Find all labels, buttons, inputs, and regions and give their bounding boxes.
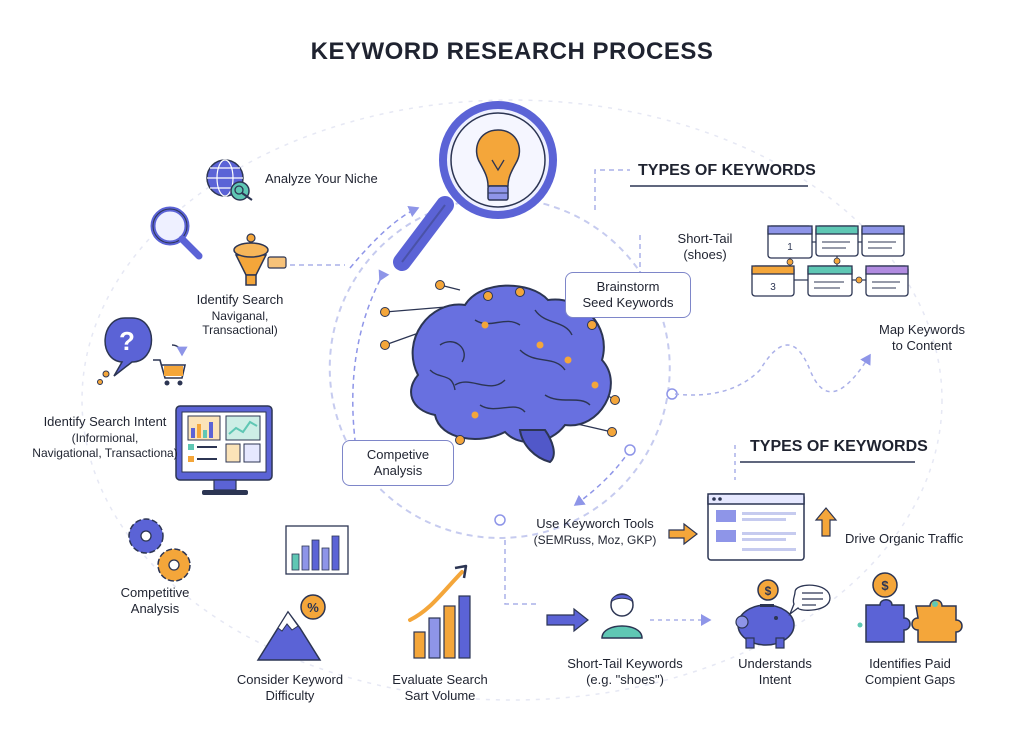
gears-icon — [128, 518, 191, 582]
wireframe-label-3: 3 — [770, 282, 776, 293]
growth-chart-icon — [408, 564, 471, 659]
paid-gaps-label-1: Identifies Paid — [869, 656, 951, 671]
short-tail-label-1: Short-Tail — [677, 231, 733, 246]
search-intent-label-3: Navigational, Transactiona) — [32, 446, 178, 460]
cycle-node — [494, 514, 506, 526]
percent-badge: % — [307, 600, 319, 615]
competitive-analysis-label-2: Analysis — [130, 601, 180, 616]
right-arrow-icon — [668, 522, 698, 546]
competitive-analysis-label-1: Competitive — [120, 585, 190, 600]
map-keywords-label-2: to Content — [892, 338, 952, 353]
person-icon — [601, 593, 643, 639]
keyword-tools-label-2: (SEMRuss, Moz, GKP) — [533, 533, 657, 547]
search-intent-label-1: Identify Search Intent — [43, 414, 167, 429]
brainstorm-label-2: Seed Keywords — [582, 295, 674, 310]
connector-line — [504, 540, 540, 605]
identify-search-label-3: Transactional) — [202, 323, 278, 337]
understands-intent-label-2: Intent — [758, 672, 792, 687]
monitor-icon — [175, 405, 273, 495]
up-arrow-icon — [814, 507, 838, 537]
brain-icon — [380, 280, 620, 464]
mountain-icon: % — [256, 594, 326, 661]
decor-dot — [932, 601, 938, 607]
short-tail-keywords-label-2: (e.g. "shoes") — [586, 672, 664, 687]
dollar-badge-2: $ — [881, 578, 889, 593]
search-volume-label-2: Sart Volume — [404, 688, 476, 703]
keyword-difficulty-label-2: Difficulty — [265, 688, 315, 703]
keyword-difficulty-label-1: Consider Keyword — [236, 672, 344, 687]
short-tail-label-2: (shoes) — [683, 247, 727, 262]
browser-window-icon — [707, 493, 805, 561]
dollar-badge: $ — [765, 584, 772, 598]
cycle-arrow-top — [349, 206, 420, 269]
keyword-tools-label-1: Use Keyworch Tools — [536, 516, 654, 531]
types-of-keywords-heading-2: TYPES OF KEYWORDS — [750, 438, 928, 455]
short-tail-keywords-label-1: Short-Tail Keywords — [567, 656, 683, 671]
competive-analysis-bubble: Competive Analysis — [342, 440, 454, 486]
wireframe-label-1: 1 — [787, 242, 793, 253]
lightbulb-magnifier-icon — [393, 101, 557, 271]
blue-arrow-icon — [546, 607, 589, 633]
paid-gaps-label-2: Compient Gaps — [864, 672, 956, 687]
search-intent-label-2: (Informional, — [71, 431, 139, 445]
competive-label-1: Competive — [366, 447, 430, 462]
wireframe-icon: 1 3 — [751, 225, 909, 297]
drive-traffic-label: Drive Organic Traffic — [845, 531, 964, 546]
puzzle-icon: $ — [865, 572, 963, 643]
identify-search-label-2: Naviganal, — [211, 309, 269, 323]
brainstorm-label-1: Brainstorm — [596, 279, 660, 294]
magnifier-icon — [150, 206, 203, 260]
funnel-icon — [233, 233, 287, 286]
bar-chart-icon — [285, 525, 349, 575]
cart-icon — [153, 344, 188, 386]
understands-intent-label-1: Understands — [738, 656, 812, 671]
globe-icon — [206, 159, 253, 201]
types-of-keywords-heading-1: TYPES OF KEYWORDS — [638, 162, 816, 179]
decor-dot — [857, 622, 863, 628]
connector-line — [594, 169, 630, 210]
search-volume-label-1: Evaluate Search — [392, 672, 488, 687]
connector-line — [639, 235, 648, 276]
cycle-node — [624, 444, 636, 456]
page-title: KEYWORD RESEARCH PROCESS — [310, 38, 714, 65]
cycle-arrow-right — [573, 449, 631, 506]
map-connector — [674, 344, 871, 396]
background-ellipse — [81, 99, 943, 701]
identify-search-label-1: Identify Search — [196, 292, 284, 307]
competive-label-2: Analysis — [373, 463, 423, 478]
question-bubble-icon: ? — [97, 317, 153, 385]
piggy-bank-icon: $ — [735, 579, 831, 649]
brainstorm-bubble: Brainstorm Seed Keywords — [565, 272, 691, 318]
map-keywords-label-1: Map Keywords — [879, 322, 965, 337]
cycle-arrow-left — [352, 269, 390, 441]
analyze-niche-label: Analyze Your Niche — [265, 171, 378, 186]
svg-text:?: ? — [119, 326, 135, 356]
